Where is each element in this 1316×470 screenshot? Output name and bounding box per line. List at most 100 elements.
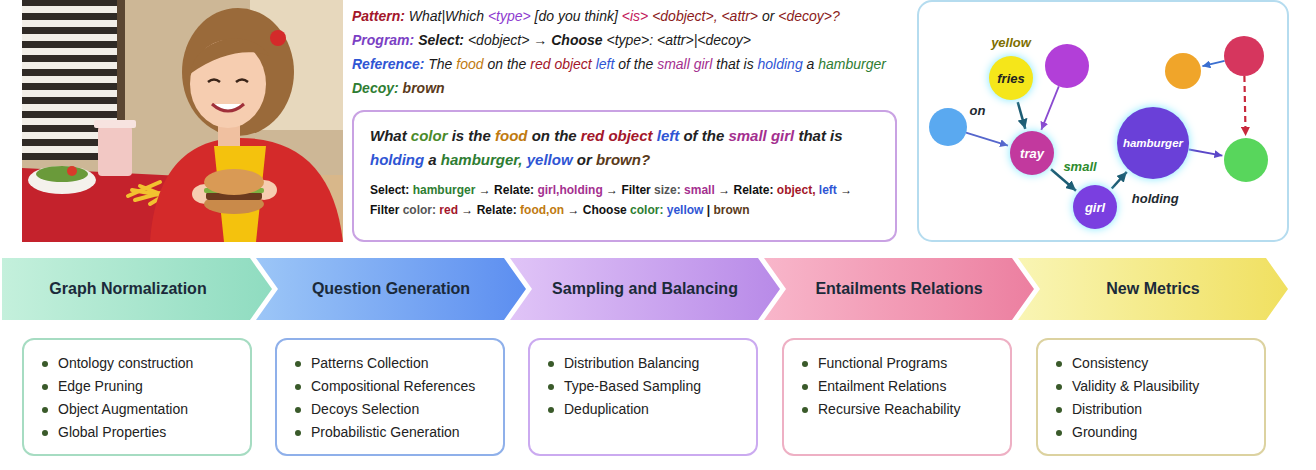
word: Program: [352, 32, 418, 48]
word: left [819, 183, 840, 197]
bullet-item: Distribution [1054, 398, 1254, 421]
word: Select: [418, 32, 468, 48]
bullet-item: Object Augmentation [40, 398, 240, 421]
word: small [684, 183, 718, 197]
banner-text-area: New Metrics [1044, 258, 1262, 320]
word: <decoy>? [778, 8, 840, 24]
word: yellow [527, 151, 577, 168]
word: left [657, 127, 684, 144]
word: the [468, 127, 495, 144]
word: color: [630, 203, 667, 217]
stage-title: New Metrics [1106, 280, 1199, 298]
stage-banner: Graph Normalization [2, 258, 272, 320]
graph-object [1045, 44, 1089, 88]
stage-title: Entailments Relations [815, 280, 982, 298]
word: Pattern: [352, 8, 409, 24]
photo-background [22, 0, 343, 242]
banner-text-area: Question Generation [282, 258, 500, 320]
word: Choose [583, 203, 630, 217]
word: is [830, 127, 843, 144]
graph-node: hamburger [1116, 106, 1190, 180]
node-circle-shape [1117, 107, 1189, 179]
graph-edge [966, 133, 1008, 146]
word: the [507, 56, 530, 72]
word: <dobject>, [652, 8, 721, 24]
graph-object [1224, 36, 1264, 76]
node-label: tray [1009, 130, 1055, 176]
node-circle-shape [1073, 185, 1117, 229]
bullet-item: Recursive Reachability [800, 398, 1000, 421]
chevron-fill [2, 258, 272, 320]
bullet-item: Patterns Collection [293, 352, 493, 375]
word: → [606, 183, 621, 197]
word: that [716, 56, 743, 72]
relation-label: on [968, 102, 988, 117]
relation-label: holding [1130, 191, 1181, 206]
bullet-box: Distribution BalancingType-Based Samplin… [528, 338, 758, 456]
graph-edge [1189, 150, 1222, 156]
bullet-box: ConsistencyValidity & PlausibilityDistri… [1036, 338, 1266, 456]
photo [22, 0, 343, 242]
pattern-line: Pattern: What|Which <type> [do you think… [352, 8, 840, 24]
node-label: girl [1072, 184, 1118, 230]
word: red [581, 127, 609, 144]
word: on [487, 56, 506, 72]
node-circle-shape [1010, 131, 1054, 175]
bullet-item: Consistency [1054, 352, 1254, 375]
stage-banner: Sampling and Balancing [510, 258, 780, 320]
graph-node: girl [1072, 184, 1118, 230]
stage-title: Sampling and Balancing [552, 280, 738, 298]
bullet-item: Compositional References [293, 375, 493, 398]
word: hamburger [413, 183, 479, 197]
word: color [411, 127, 452, 144]
graph-node: fries [988, 55, 1034, 101]
word: red [439, 203, 461, 217]
program-text: Select: hamburger → Relate: girl,holding… [370, 180, 879, 220]
word: Relate: [733, 183, 776, 197]
cardigan [150, 138, 343, 242]
stage-title: Graph Normalization [49, 280, 206, 298]
cup-lid [94, 120, 136, 128]
banner-text-area: Graph Normalization [10, 258, 246, 320]
word: hamburger, [441, 151, 527, 168]
word: The [428, 56, 456, 72]
stage-banner: Entailments Relations [764, 258, 1034, 320]
word: or [762, 8, 778, 24]
banner-text-area: Entailments Relations [790, 258, 1008, 320]
fringe [190, 38, 270, 74]
bullet-item: Type-Based Sampling [546, 375, 746, 398]
bullet-item: Global Properties [40, 421, 240, 444]
bun-top [204, 169, 264, 195]
salad [36, 166, 88, 182]
word: brown [713, 203, 749, 217]
bullet-box: Ontology constructionEdge PruningObject … [22, 338, 252, 456]
attribute-label: small [1063, 159, 1096, 174]
graph-object [1165, 53, 1201, 89]
word: <type>: [606, 32, 657, 48]
bullet-item: Edge Pruning [40, 375, 240, 398]
word: [do [535, 8, 558, 24]
cup [98, 126, 132, 176]
tomato [67, 166, 77, 176]
word: <attr>|<decoy> [657, 32, 751, 48]
word: of [618, 56, 634, 72]
question-text: What color is the food on the red object… [370, 124, 879, 172]
attribute-label: yellow [991, 35, 1031, 50]
bullet-item: Distribution Balancing [546, 352, 746, 375]
stage-banner: Question Generation [256, 258, 526, 320]
eyes [208, 80, 248, 83]
word: a [428, 151, 441, 168]
word: size: [654, 183, 684, 197]
word: yellow [667, 203, 707, 217]
graph-object [1224, 138, 1268, 182]
word: food [495, 127, 532, 144]
word: the [634, 56, 657, 72]
bullet-item: Deduplication [546, 398, 746, 421]
word: color: [403, 203, 440, 217]
bullet-item: Grounding [1054, 421, 1254, 444]
word: brown [403, 80, 445, 96]
bullet-item: Decoys Selection [293, 398, 493, 421]
word: small [728, 127, 771, 144]
word: girl,holding [537, 183, 606, 197]
word: → [718, 183, 733, 197]
